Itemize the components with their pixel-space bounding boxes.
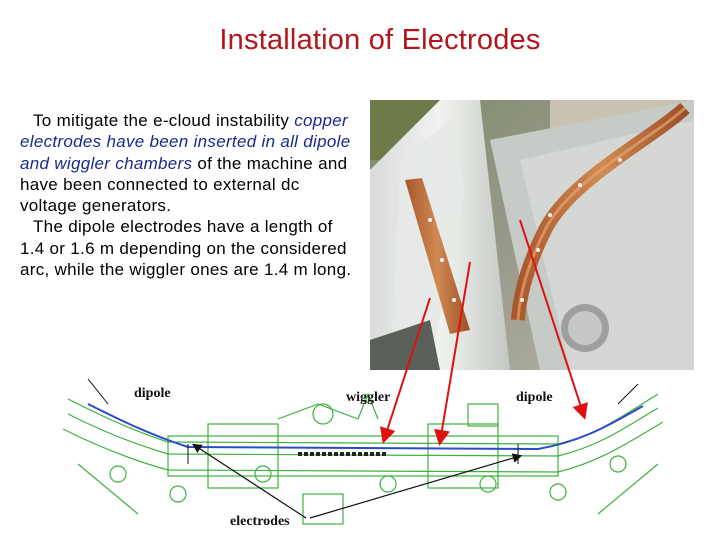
paragraph-1: To mitigate the e-cloud instability copp… <box>20 110 360 216</box>
label-wiggler: wiggler <box>346 390 391 405</box>
label-dipole-right: dipole <box>516 390 553 405</box>
label-electrodes: electrodes <box>230 514 290 529</box>
paragraph-2: The dipole electrodes have a length of 1… <box>20 216 360 280</box>
label-dipole-left: dipole <box>134 386 171 401</box>
paragraph-1-intro: To mitigate the e-cloud instability <box>33 111 290 130</box>
body-text: To mitigate the e-cloud instability copp… <box>20 110 360 280</box>
electrodes-photo <box>370 100 694 370</box>
paragraph-2-text: The dipole electrodes have a length of 1… <box>20 217 352 280</box>
paragraph-1-rest: of the machine and have been connected t… <box>20 153 348 216</box>
slide-title: Installation of Electrodes <box>219 24 541 56</box>
paragraph-1-highlight: copper electrodes have been inserted in … <box>20 111 351 173</box>
